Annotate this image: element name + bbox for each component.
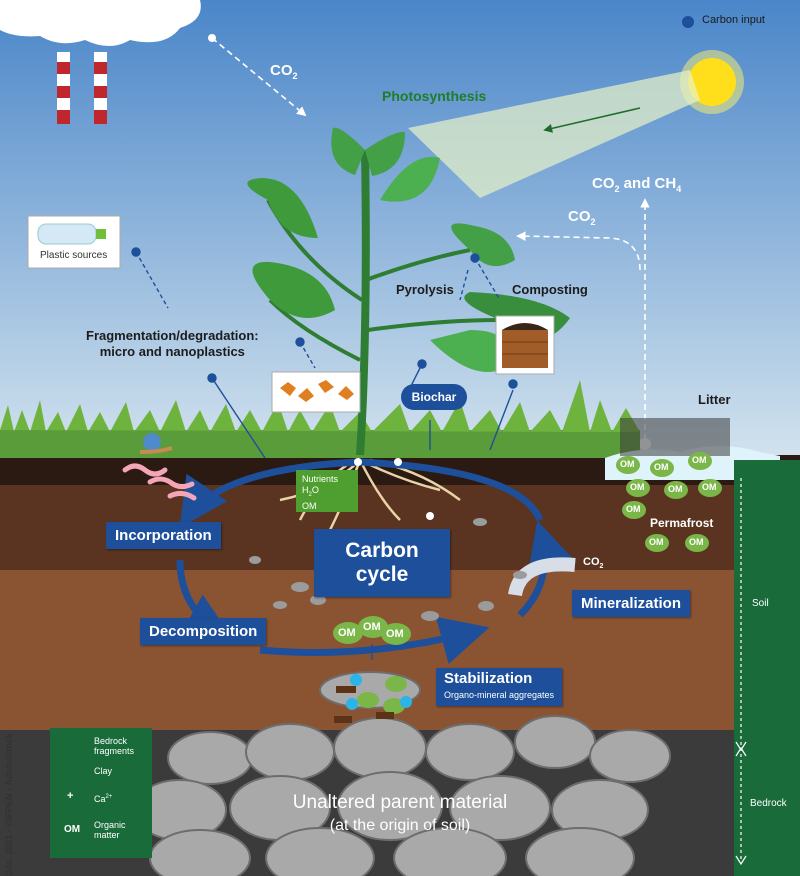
legend-organic-matter: Organic matter [94, 820, 126, 840]
sun-beam [408, 70, 700, 198]
om-label-11: OM [649, 537, 664, 547]
label-litter: Litter [698, 392, 731, 407]
om-label-4: OM [620, 459, 635, 469]
nutrients-box [296, 470, 358, 512]
label-biochar: Biochar [401, 384, 467, 410]
label-bedrock: Bedrock [750, 798, 787, 809]
legend-clay: Clay [94, 766, 113, 776]
om-label-5: OM [654, 462, 669, 472]
legend-bedrock-fragments: Bedrock fragments [94, 736, 135, 756]
box-decomposition: Decomposition [140, 618, 267, 645]
om-label-8: OM [668, 484, 683, 494]
om-label-9: OM [702, 482, 717, 492]
clay-pieces [334, 686, 394, 723]
label-permafrost: Permafrost [650, 516, 714, 530]
om-label-3: OM [386, 628, 404, 640]
factory-chimneys [0, 0, 201, 124]
credit-line: Déc. 2021 - ©IFPEN - AdobeStock [4, 733, 14, 876]
label-co2-sky: CO2 [270, 62, 298, 81]
om-label-1: OM [338, 627, 356, 639]
microplastics-box [271, 371, 361, 413]
label-photosynthesis: Photosynthesis [382, 88, 487, 104]
om-label-7: OM [630, 482, 645, 492]
box-mineralization: Mineralization [572, 590, 691, 617]
plant [247, 127, 570, 456]
bedrock-rocks [133, 671, 671, 876]
legend-ca: Ca2+ [94, 794, 113, 804]
label-co2-right: CO2 [568, 208, 596, 227]
om-blobs [333, 452, 722, 714]
label-pyrolysis: Pyrolysis [396, 282, 454, 297]
legend-carbon-input: Carbon input [702, 14, 765, 26]
soil-depth-bar [734, 460, 800, 876]
carbon-input-lines [131, 247, 518, 660]
earthworms [122, 463, 197, 501]
om-label-12: OM [689, 537, 704, 547]
legend-om-symbol: OM [64, 824, 81, 835]
legend-panel: Bedrock fragments Clay Ca2+ Organic matt… [50, 728, 152, 858]
label-plastic-sources: Plastic sources [40, 250, 108, 261]
label-composting: Composting [512, 282, 588, 297]
compost-bin [495, 315, 555, 375]
snail [139, 433, 173, 454]
label-soil: Soil [752, 598, 769, 609]
soil-stones [249, 518, 527, 621]
om-label-6: OM [692, 455, 707, 465]
box-incorporation: Incorporation [106, 522, 221, 549]
calcium-ions [346, 674, 412, 710]
label-co2-ch4: CO2 and CH4 [592, 175, 682, 194]
plastic-bottle-box [27, 215, 121, 269]
om-label-10: OM [626, 504, 641, 514]
grass [0, 380, 640, 458]
legend-ca-symbol: + [67, 790, 74, 802]
label-parent-material: Unaltered parent material [292, 792, 508, 813]
om-label-2: OM [363, 621, 381, 633]
label-co2-soil: CO2 [583, 556, 604, 571]
carbon-input-dot [682, 16, 694, 28]
label-fragmentation: Fragmentation/degradation:micro and nano… [86, 328, 259, 359]
label-parent-material-sub: (at the origin of soil) [329, 817, 471, 834]
